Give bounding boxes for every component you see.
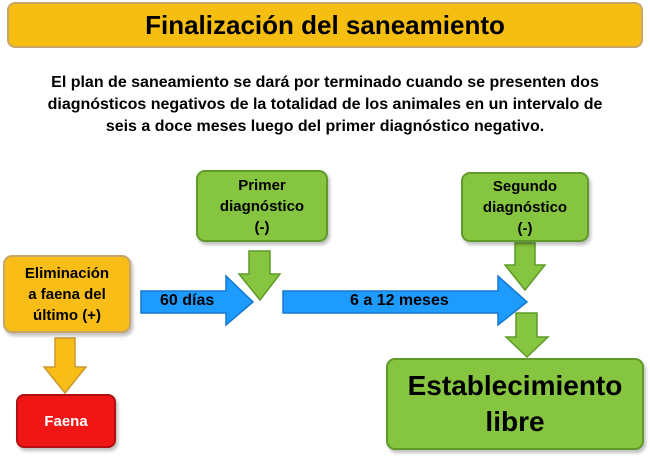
node-establecimiento-libre: Establecimiento libre xyxy=(386,358,644,450)
arrow-to-faena xyxy=(42,337,88,395)
label-6-a-12-meses: 6 a 12 meses xyxy=(350,292,449,309)
arrow-primer-down xyxy=(237,250,282,302)
arrow-to-establecimiento xyxy=(504,312,550,359)
label-60-dias: 60 días xyxy=(160,292,215,309)
node-faena: Faena xyxy=(16,394,116,448)
description-text: El plan de saneamiento se dará por termi… xyxy=(47,74,603,135)
arrow-segundo-down xyxy=(503,242,547,292)
node-eliminacion-faena: Eliminación a faena del último (+) xyxy=(3,255,131,333)
page-title: Finalización del saneamiento xyxy=(145,9,505,40)
node-primer-diagnostico: Primer diagnóstico (-) xyxy=(196,170,328,242)
title-banner: Finalización del saneamiento xyxy=(7,2,643,48)
node-segundo-diagnostico: Segundo diagnóstico (-) xyxy=(461,172,589,242)
arrow-6-a-12-meses xyxy=(282,274,529,327)
arrow-60-dias xyxy=(140,274,255,327)
